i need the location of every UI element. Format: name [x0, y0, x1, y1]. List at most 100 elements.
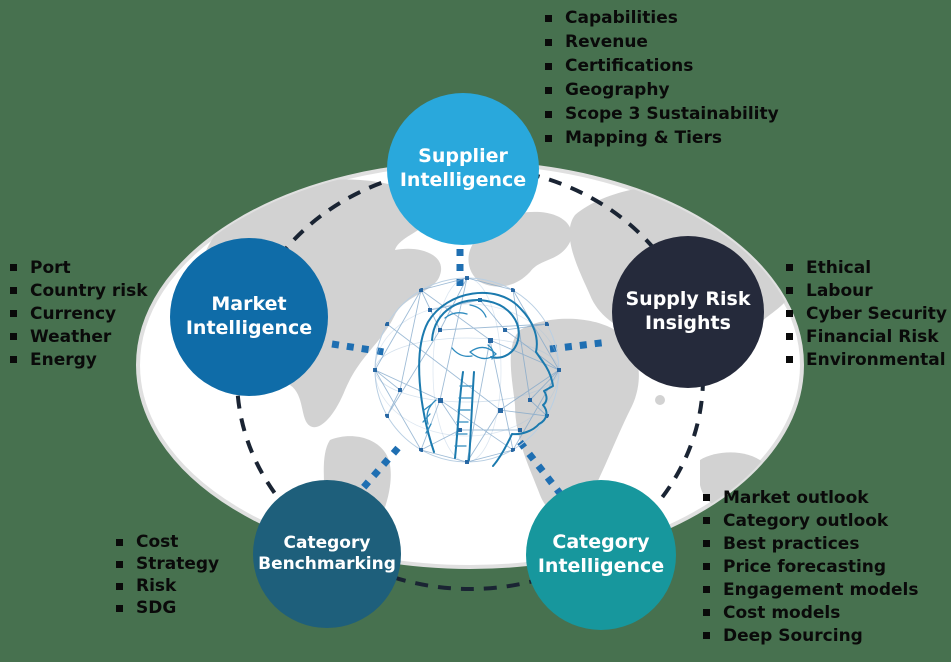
list-item: Financial Risk	[786, 325, 947, 348]
node-market-intelligence: Market Intelligence	[170, 238, 328, 396]
list-item-text: Port	[30, 257, 71, 278]
list-item-text: Cyber Security	[806, 303, 947, 324]
square-bullet-icon	[10, 333, 17, 340]
square-bullet-icon	[703, 586, 710, 593]
square-bullet-icon	[545, 134, 552, 142]
category-benchmarking-list: Cost Strategy Risk SDG	[116, 531, 219, 619]
node-category-benchmarking: Category Benchmarking	[253, 480, 401, 628]
node-label-line2: Intelligence	[185, 317, 313, 339]
list-item: Strategy	[116, 553, 219, 575]
node-label-line2: Insights	[645, 312, 731, 334]
square-bullet-icon	[116, 560, 123, 568]
list-item: Engagement models	[703, 578, 918, 601]
list-item: SDG	[116, 597, 219, 619]
list-item-text: Environmental	[806, 349, 946, 370]
list-item-text: Scope 3 Sustainability	[565, 104, 779, 124]
node-category-intelligence: Category Intelligence	[526, 480, 676, 630]
node-label-line1: Category	[283, 532, 371, 553]
square-bullet-icon	[545, 14, 552, 22]
list-item: Ethical	[786, 256, 947, 279]
square-bullet-icon	[545, 62, 552, 70]
list-item: Weather	[10, 325, 148, 348]
list-item-text: Currency	[30, 303, 117, 324]
connector-risk	[549, 338, 610, 353]
list-item-text: Financial Risk	[806, 326, 939, 347]
list-item: Price forecasting	[703, 555, 918, 578]
node-label: Supplier Intelligence	[400, 145, 526, 193]
node-label-line1: Supply Risk	[625, 288, 751, 311]
square-bullet-icon	[703, 632, 710, 639]
square-bullet-icon	[703, 540, 710, 547]
connector-benchmarking	[353, 445, 401, 499]
node-label: Market Intelligence	[186, 293, 312, 341]
square-bullet-icon	[10, 287, 17, 294]
list-item-text: Ethical	[806, 257, 872, 278]
list-item: Mapping & Tiers	[545, 126, 779, 150]
category-intelligence-list: Market outlook Category outlook Best pra…	[703, 486, 918, 647]
list-item: Category outlook	[703, 509, 918, 532]
list-item-text: Energy	[30, 349, 97, 370]
list-item-text: Strategy	[136, 554, 220, 574]
list-item-text: Country risk	[30, 280, 148, 301]
list-item: Cyber Security	[786, 302, 947, 325]
market-intelligence-list: Port Country risk Currency Weather Energ…	[10, 256, 148, 371]
list-item: Environmental	[786, 348, 947, 371]
square-bullet-icon	[545, 86, 552, 94]
node-label-line1: Supplier	[418, 145, 508, 168]
list-item-text: Certifications	[565, 56, 694, 76]
node-label-line1: Market	[211, 293, 287, 316]
list-item-text: Engagement models	[723, 579, 919, 600]
square-bullet-icon	[786, 264, 793, 271]
list-item-text: Capabilities	[565, 8, 678, 28]
list-item-text: Risk	[136, 576, 177, 596]
list-item: Risk	[116, 575, 219, 597]
node-label-line1: Category	[552, 531, 650, 554]
node-label-line2: Intelligence	[537, 555, 665, 577]
list-item-text: Mapping & Tiers	[565, 128, 722, 148]
node-label: Supply Risk Insights	[625, 288, 750, 336]
list-item-text: Weather	[30, 326, 112, 347]
square-bullet-icon	[545, 110, 552, 118]
list-item-text: Cost	[136, 532, 179, 552]
list-item: Revenue	[545, 30, 779, 54]
list-item: Cost	[116, 531, 219, 553]
list-item: Port	[10, 256, 148, 279]
list-item: Scope 3 Sustainability	[545, 102, 779, 126]
supply-risk-insights-list: Ethical Labour Cyber Security Financial …	[786, 256, 947, 371]
node-label: Category Intelligence	[538, 531, 664, 579]
node-label-line2: Benchmarking	[258, 554, 396, 574]
square-bullet-icon	[10, 356, 17, 363]
list-item-text: Best practices	[723, 533, 860, 554]
list-item: Market outlook	[703, 486, 918, 509]
list-item-text: Market outlook	[723, 487, 869, 508]
list-item-text: Price forecasting	[723, 556, 887, 577]
node-label-line2: Intelligence	[399, 169, 527, 191]
list-item-text: Revenue	[565, 32, 648, 52]
connector-category	[517, 439, 565, 499]
list-item-text: Cost models	[723, 602, 841, 623]
supplier-intelligence-list: Capabilities Revenue Certifications Geog…	[545, 6, 779, 150]
node-supplier-intelligence: Supplier Intelligence	[387, 93, 539, 245]
square-bullet-icon	[116, 582, 123, 590]
square-bullet-icon	[703, 517, 710, 524]
square-bullet-icon	[545, 38, 552, 46]
square-bullet-icon	[786, 333, 793, 340]
list-item-text: SDG	[136, 598, 177, 618]
list-item-text: Geography	[565, 80, 670, 100]
list-item: Currency	[10, 302, 148, 325]
list-item: Energy	[10, 348, 148, 371]
square-bullet-icon	[703, 563, 710, 570]
list-item: Capabilities	[545, 6, 779, 30]
list-item-text: Deep Sourcing	[723, 625, 863, 646]
list-item-text: Category outlook	[723, 510, 889, 531]
list-item-text: Labour	[806, 280, 873, 301]
square-bullet-icon	[116, 538, 123, 546]
square-bullet-icon	[786, 356, 793, 363]
list-item: Labour	[786, 279, 947, 302]
list-item: Country risk	[10, 279, 148, 302]
square-bullet-icon	[703, 494, 710, 501]
square-bullet-icon	[116, 604, 123, 612]
list-item: Deep Sourcing	[703, 624, 918, 647]
list-item: Cost models	[703, 601, 918, 624]
